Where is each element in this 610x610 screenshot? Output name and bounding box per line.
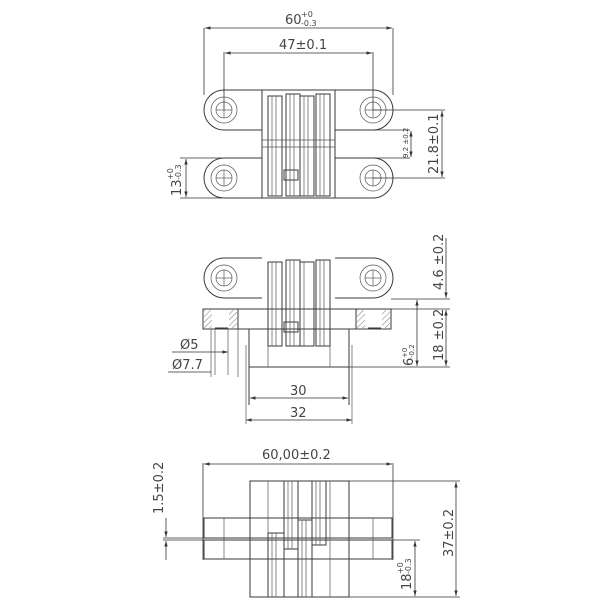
dim-total-height: 37±0.2 bbox=[442, 509, 457, 557]
dim-leaf-height: 13 bbox=[170, 179, 185, 196]
dim-leaf-thickness: 4.6 ±0.2 bbox=[432, 234, 447, 290]
dim-hole-center-vertical: 21.8±0.1 bbox=[427, 113, 442, 174]
side-view: Ø5 Ø7.7 30 32 4.6 ±0.2 18 ±0.2 6 +0 -0.2 bbox=[168, 234, 450, 424]
svg-text:+0: +0 bbox=[166, 168, 175, 180]
dim-hole-dia-large: Ø7.7 bbox=[172, 358, 203, 373]
svg-text:+0: +0 bbox=[301, 10, 313, 19]
svg-text:+0: +0 bbox=[396, 562, 405, 574]
dim-overall-width: 60 bbox=[285, 13, 302, 28]
svg-text:-0.2: -0.2 bbox=[408, 344, 416, 358]
svg-text:-0.3: -0.3 bbox=[174, 164, 183, 180]
svg-text:-0.3: -0.3 bbox=[404, 558, 413, 574]
top-view: 60 +0 -0.3 47±0.1 bbox=[166, 10, 445, 199]
dim-offset: 1.5±0.2 bbox=[152, 462, 167, 514]
svg-text:+0: +0 bbox=[401, 348, 409, 358]
dim-hole-spacing: 47±0.1 bbox=[279, 38, 327, 53]
dim-body-inner-width: 30 bbox=[290, 384, 307, 399]
dim-half-height: 18 bbox=[400, 573, 415, 590]
dim-body-depth: 18 ±0.2 bbox=[432, 309, 447, 361]
dim-gap: 9.2 ±0.2 bbox=[402, 128, 410, 158]
bottom-view: 60,00±0.2 1.5±0.2 18 bbox=[152, 448, 460, 598]
svg-text:-0.3: -0.3 bbox=[301, 19, 317, 28]
dim-open-width: 60,00±0.2 bbox=[262, 448, 331, 463]
dim-flange-depth: 6 bbox=[402, 358, 417, 366]
dim-body-outer-width: 32 bbox=[290, 406, 307, 421]
dim-hole-dia-small: Ø5 bbox=[180, 338, 199, 353]
